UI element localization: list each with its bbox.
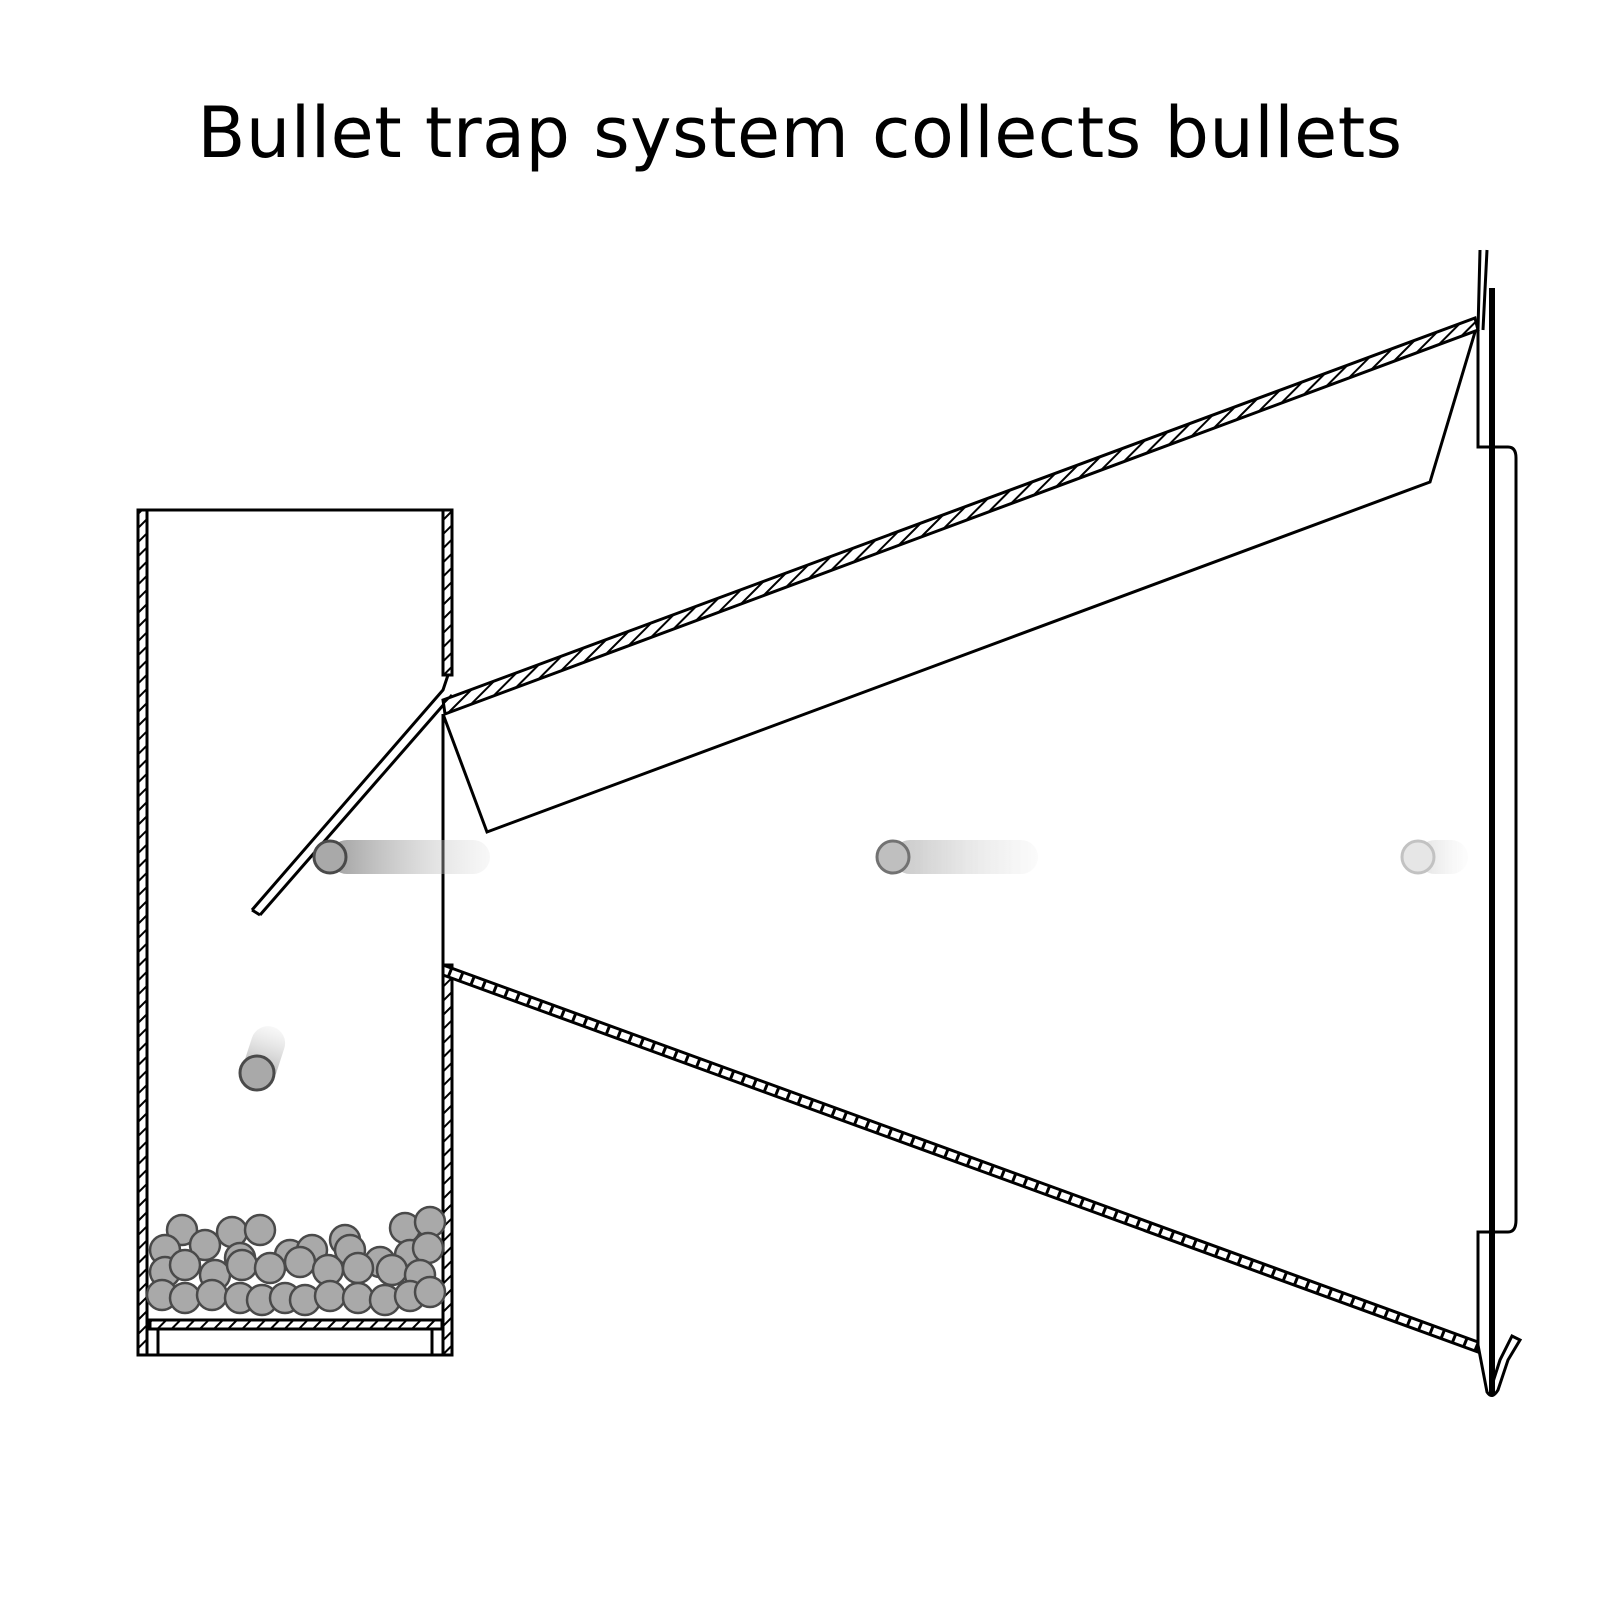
collected-bullet [283,1245,317,1279]
inner-baffle [441,331,1477,965]
collected-bullet [253,1251,287,1285]
bullets-in-flight [312,839,1468,875]
collected-bullet [168,1248,202,1282]
collected-bullet [375,1253,409,1287]
bullet-in-flight-left [312,839,490,875]
collected-bullet [225,1248,259,1282]
diagram-title: Bullet trap system collects bullets [197,92,1403,174]
deflector-plate [250,674,454,917]
upper-funnel-wall [441,316,1480,717]
collected-bullet [341,1251,375,1285]
collected-bullets [145,1205,447,1317]
collected-bullet [413,1275,447,1309]
lower-funnel-wall [441,962,1480,1355]
collected-bullet [188,1228,222,1262]
collected-bullet [313,1279,347,1313]
collected-bullet [168,1281,202,1315]
bullet-in-flight-middle [875,839,1038,875]
collected-bullet [243,1213,277,1247]
falling-bullet [238,1026,286,1092]
collected-bullet [341,1281,375,1315]
collected-bullet [411,1231,445,1265]
bullet-in-flight-right [1400,839,1468,875]
collected-bullet [195,1278,229,1312]
collection-bin [136,508,454,1357]
mounting-frame [1476,249,1523,1397]
